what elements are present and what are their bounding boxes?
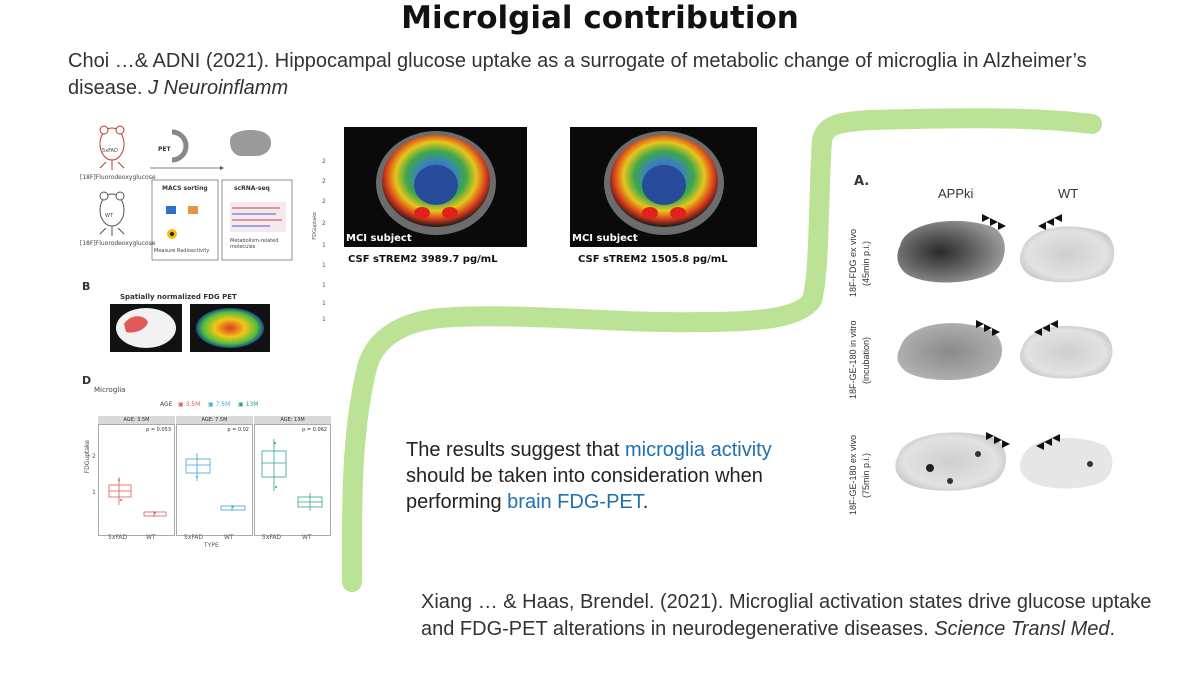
mouse1-label: 5xFAD bbox=[102, 148, 118, 154]
pet-label-2: MCI subject bbox=[572, 233, 638, 244]
pet-caption-2: CSF sTREM2 1505.8 pg/mL bbox=[578, 254, 728, 265]
arrowhead-icons bbox=[976, 214, 1062, 450]
conclusion-part-3: . bbox=[642, 491, 649, 513]
figure-choi: 5xFAD WT [18F]Fluorodeoxyglucose [18F]Fl… bbox=[80, 122, 340, 562]
p-value: p = 0.02 bbox=[227, 427, 249, 433]
figure-xiang: A. APPki WT 18F-FDG ex vivo (45min p.i.)… bbox=[840, 170, 1140, 530]
pet-label-1: MCI subject bbox=[346, 233, 412, 244]
citation-bottom-journal: Science Transl Med bbox=[934, 618, 1110, 640]
boxplot-3-5m bbox=[108, 477, 167, 517]
col-label-wt: WT bbox=[1058, 186, 1079, 201]
panel-d-subtitle: Microglia bbox=[94, 386, 126, 394]
legend-title: AGE bbox=[160, 401, 173, 408]
panel-b-title: Spatially normalized FDG PET bbox=[120, 293, 237, 301]
boxplot-7-5m bbox=[185, 453, 246, 511]
legend-item-2: ▣ 7.5M bbox=[208, 401, 231, 408]
facet-head: AGE: 13M bbox=[254, 416, 331, 424]
brain-icon bbox=[230, 129, 272, 156]
panel-d-ylabel: FDGuptake bbox=[84, 440, 91, 474]
xtick: WT bbox=[224, 534, 234, 541]
pet-scanner-icon bbox=[171, 129, 189, 163]
citation-top-text: Choi …& ADNI (2021). Hippocampal glucose… bbox=[68, 50, 1087, 99]
facet-head: AGE: 7.5M bbox=[176, 416, 253, 424]
facet-7-5m: AGE: 7.5M p = 0.02 bbox=[176, 416, 253, 536]
citation-bottom-text: Xiang … & Haas, Brendel. (2021). Microgl… bbox=[421, 591, 1152, 640]
panel-a-schematic bbox=[99, 125, 293, 261]
tracer2-label: [18F]Fluorodeoxyglucose bbox=[80, 240, 156, 247]
mouse2-label: WT bbox=[105, 213, 113, 219]
facet-3-5m: AGE: 3.5M p = 0.053 bbox=[98, 416, 175, 536]
xtick: 5xFAD bbox=[184, 534, 203, 541]
pet-label: PET bbox=[158, 146, 171, 153]
ytick-2: 2 bbox=[92, 453, 96, 460]
facet-head: AGE: 3.5M bbox=[98, 416, 175, 424]
measure-label: Measure Radioactivity bbox=[154, 248, 210, 254]
citation-top-journal: J Neuroinflamm bbox=[148, 77, 289, 99]
facet-13m: AGE: 13M p = 0.062 bbox=[254, 416, 331, 536]
right-panel-letter: A. bbox=[854, 174, 870, 189]
ytick-1: 1 bbox=[92, 489, 96, 496]
pet-image-2: MCI subject bbox=[570, 127, 757, 247]
xtick: 5xFAD bbox=[262, 534, 281, 541]
xtick: WT bbox=[302, 534, 312, 541]
panel-d-letter: D bbox=[82, 374, 92, 387]
xtick: 5xFAD bbox=[108, 534, 127, 541]
panel-d-xlabel: TYPE bbox=[204, 542, 219, 549]
citation-bottom: Xiang … & Haas, Brendel. (2021). Microgl… bbox=[421, 591, 1152, 640]
conclusion-part-1: The results suggest that bbox=[406, 439, 626, 461]
pet-caption-1: CSF sTREM2 3989.7 pg/mL bbox=[348, 254, 498, 265]
panel-b-brain-images bbox=[110, 304, 270, 352]
conclusion-highlight-1: microglia activity bbox=[625, 439, 772, 461]
conclusion-part-2: should be taken into consideration when … bbox=[406, 465, 763, 513]
metab-label: Metabolism-related molecules bbox=[230, 238, 279, 250]
citation-top: Choi …& ADNI (2021). Hippocampal glucose… bbox=[68, 48, 1148, 102]
pet-brain-scan-2 bbox=[604, 131, 724, 235]
page-title: Microlgial contribution bbox=[401, 0, 799, 36]
partial-axis: 2 2 2 2 1 1 1 1 1 FDGuptake bbox=[312, 158, 326, 323]
legend-item-3: ▣ 13M bbox=[238, 401, 259, 408]
boxplot-13m bbox=[261, 439, 323, 511]
pet-image-1: MCI subject bbox=[344, 127, 527, 247]
mouse-wt-icon bbox=[99, 191, 125, 236]
tracer1-label: [18F]Fluorodeoxyglucose bbox=[80, 174, 156, 181]
p-value: p = 0.053 bbox=[146, 427, 171, 433]
autoradiography-grid bbox=[895, 214, 1115, 491]
scrna-label: scRNA-seq bbox=[234, 185, 270, 192]
panel-b-letter: B bbox=[82, 280, 91, 293]
macs-label: MACS sorting bbox=[162, 185, 208, 192]
row-label-2: 18F-GE-180 in vitro (incubation) bbox=[848, 320, 871, 400]
col-label-appki: APPki bbox=[938, 186, 974, 201]
p-value: p = 0.062 bbox=[302, 427, 327, 433]
xtick: WT bbox=[146, 534, 156, 541]
pet-brain-scan-1 bbox=[376, 131, 496, 235]
legend-item-1: ▣ 3.5M bbox=[178, 401, 201, 408]
row-label-3: 18F-GE-180 ex vivo (75min p.i.) bbox=[848, 434, 871, 516]
mouse-5xfad-icon bbox=[99, 125, 125, 170]
row-label-1: 18F-FDG ex vivo (45min p.i.) bbox=[848, 229, 871, 298]
conclusion-text: The results suggest that microglia activ… bbox=[406, 437, 776, 515]
conclusion-highlight-2: brain FDG-PET bbox=[507, 491, 643, 513]
